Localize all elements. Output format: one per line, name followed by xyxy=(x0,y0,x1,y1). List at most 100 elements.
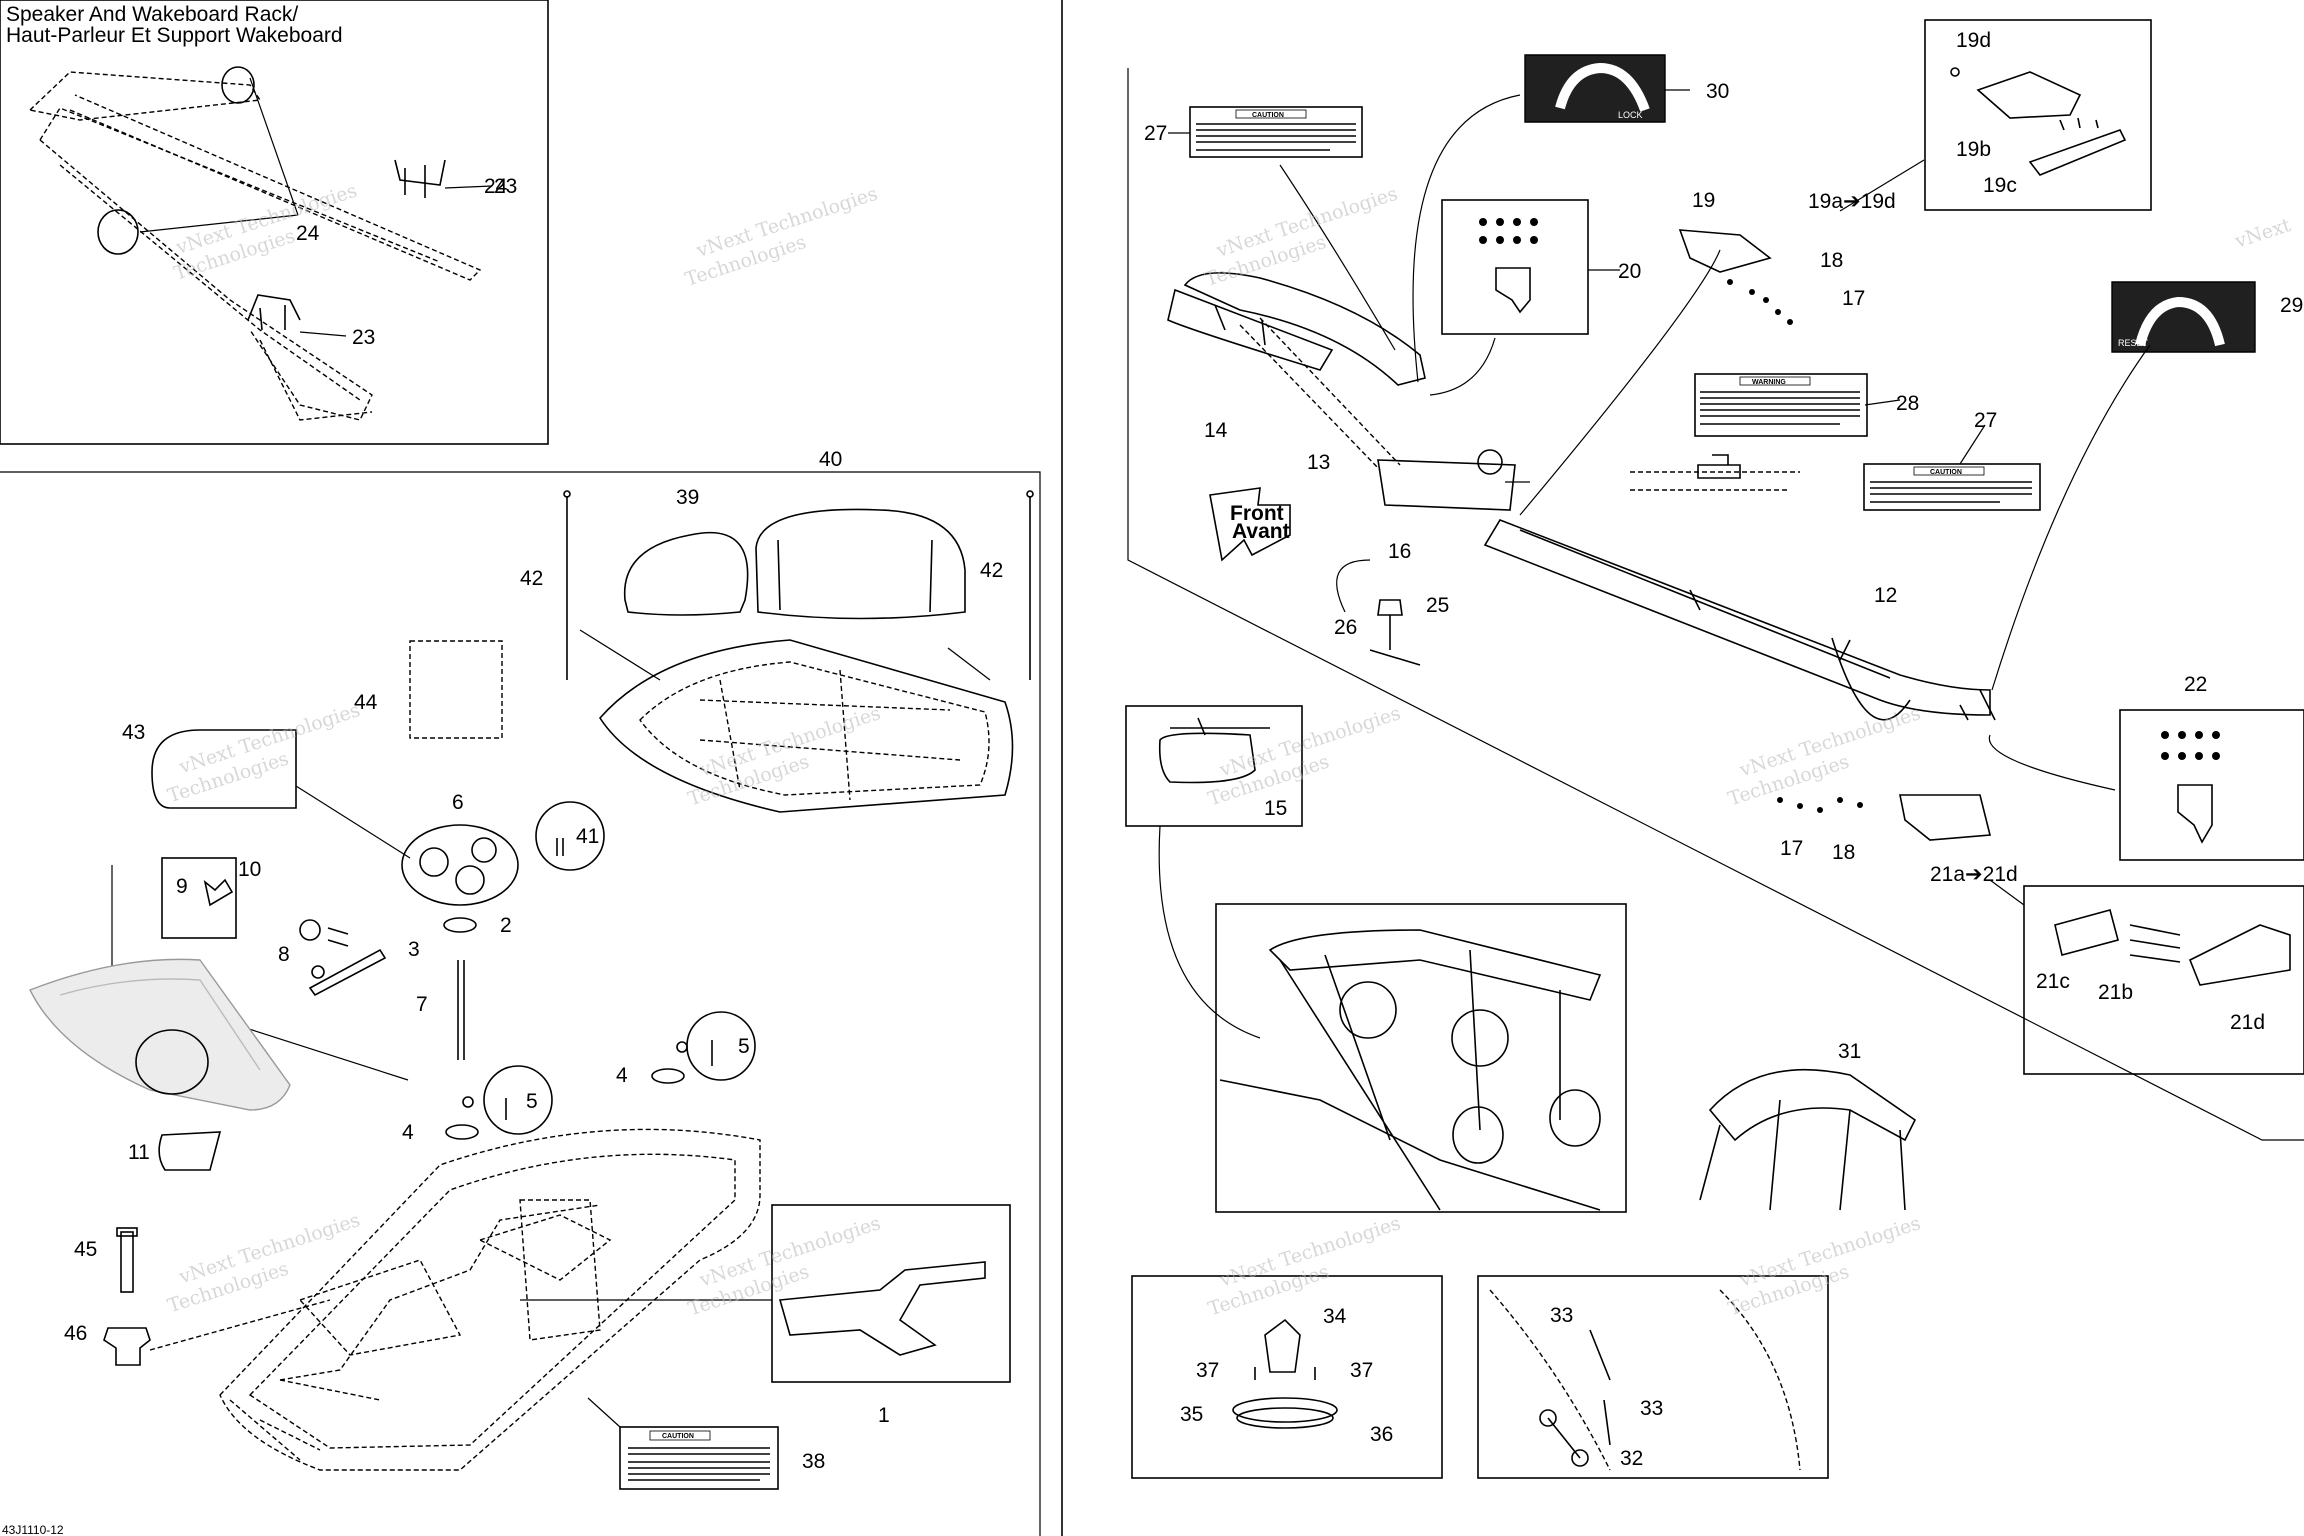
fastener-callouts xyxy=(462,801,756,1135)
decal-27b: CAUTION xyxy=(1863,463,2041,511)
callout-19b: 19b xyxy=(1956,138,1991,161)
callout-17a: 17 xyxy=(1842,287,1865,310)
detail-box-21 xyxy=(2023,885,2304,1075)
callout-18b: 18 xyxy=(1832,841,1855,864)
callout-18a: 18 xyxy=(1820,249,1843,272)
callout-42a: 42 xyxy=(520,567,543,590)
callout-21d: 21d xyxy=(2230,1011,2265,1034)
callout-21-range: 21a➔21d xyxy=(1930,863,2018,886)
hardware-box-22 xyxy=(2119,709,2304,861)
boat-hull-main xyxy=(219,1128,1011,1471)
callout-11: 11 xyxy=(128,1141,150,1164)
decal-38: CAUTION xyxy=(587,1397,779,1490)
mirror-box-15 xyxy=(1125,705,1303,827)
callout-40: 40 xyxy=(819,448,842,471)
callout-35: 35 xyxy=(1180,1403,1203,1426)
callout-24-label: 24 xyxy=(296,222,320,245)
tower-install-view xyxy=(1215,903,1917,1213)
drain-plug-parts xyxy=(103,1227,331,1366)
callout-39: 39 xyxy=(676,486,699,509)
cup-holder-assembly xyxy=(151,729,519,1140)
decal-29-text: RESET xyxy=(2118,338,2149,348)
callout-33a: 33 xyxy=(1550,1304,1573,1327)
decal-27b-title: CAUTION xyxy=(1930,469,1962,476)
boat-overview-sketch xyxy=(29,958,291,1171)
callout-21b: 21b xyxy=(2098,981,2133,1004)
callout-33b: 33 xyxy=(1640,1397,1663,1420)
front-arrow: Front Avant xyxy=(1209,487,1291,562)
callout-2: 2 xyxy=(500,914,512,937)
callout-45: 45 xyxy=(74,1238,97,1261)
watermarks: vNext Technologies Technologies vNext Te… xyxy=(165,180,2294,1321)
seat-covers xyxy=(409,490,1034,739)
decal-30-text: LOCK xyxy=(1618,110,1643,120)
callout-8: 8 xyxy=(278,943,290,966)
header-line1: Speaker And Wakeboard Rack/ xyxy=(6,3,298,26)
knob-25-26 xyxy=(1336,559,1421,666)
callout-31: 31 xyxy=(1838,1040,1861,1063)
bracket-19-21 xyxy=(1678,229,1992,841)
callout-46: 46 xyxy=(64,1322,87,1345)
detail-box-19 xyxy=(1924,19,2152,211)
callout-21c: 21c xyxy=(2036,970,2070,993)
callout-7: 7 xyxy=(416,993,428,1016)
callout-27b: 27 xyxy=(1974,409,1997,432)
callout-29: 29 xyxy=(2280,294,2303,317)
header-line2: Haut-Parleur Et Support Wakeboard xyxy=(6,24,343,47)
decal-30: LOCK xyxy=(1524,54,1666,123)
callout-32: 32 xyxy=(1620,1447,1643,1470)
tower-assembly xyxy=(1167,272,1996,721)
callout-43: 43 xyxy=(122,721,145,744)
callout-19d: 19d xyxy=(1956,29,1991,52)
avant-label: Avant xyxy=(1232,520,1290,543)
callout-28: 28 xyxy=(1896,392,1919,415)
callout-44: 44 xyxy=(354,691,378,714)
callout-4b: 4 xyxy=(402,1121,414,1144)
callout-37b: 37 xyxy=(1350,1359,1373,1382)
callout-13: 13 xyxy=(1307,451,1330,474)
callout-30: 30 xyxy=(1706,80,1729,103)
callout-23a: 23 xyxy=(494,175,517,198)
watermark-12a: vNext xyxy=(2232,214,2294,253)
callout-17b: 17 xyxy=(1780,837,1803,860)
callout-4a: 4 xyxy=(616,1064,628,1087)
decal-29: RESET xyxy=(2111,281,2256,353)
callout-27a: 27 xyxy=(1144,122,1167,145)
decal-38-title: CAUTION xyxy=(662,1433,694,1440)
callout-22: 22 xyxy=(2184,673,2207,696)
decal-28: WARNING xyxy=(1630,373,1868,491)
callout-26: 26 xyxy=(1334,616,1357,639)
callout-1: 1 xyxy=(878,1404,890,1427)
decal-28-title: WARNING xyxy=(1752,379,1786,386)
box-34-37 xyxy=(1131,1275,1443,1479)
callout-25: 25 xyxy=(1426,594,1449,617)
callout-36: 36 xyxy=(1370,1423,1393,1446)
box-32-33 xyxy=(1477,1275,1829,1479)
speaker-rack-inset xyxy=(28,66,482,421)
callout-14: 14 xyxy=(1204,419,1228,442)
right-leaders xyxy=(1158,89,2151,1039)
front-label: Front xyxy=(1230,502,1284,525)
callout-16: 16 xyxy=(1388,540,1411,563)
callout-10: 10 xyxy=(238,858,261,881)
boat-top-view xyxy=(579,629,1014,813)
callout-numbers: 24 23 23 24 39 40 42 42 44 43 6 41 10 9 … xyxy=(64,29,2303,1473)
callout-37a: 37 xyxy=(1196,1359,1219,1382)
callout-19c: 19c xyxy=(1983,174,2017,197)
drawing-code: 43J1110-12 xyxy=(2,1523,64,1536)
callout-3: 3 xyxy=(408,938,420,961)
callout-9: 9 xyxy=(176,875,188,898)
decal-27a: CAUTION xyxy=(1189,106,1363,158)
callout-42b: 42 xyxy=(980,559,1003,582)
section-header: Speaker And Wakeboard Rack/ Haut-Parleur… xyxy=(6,3,343,47)
hardware-box-20 xyxy=(1441,199,1589,335)
callout-5a: 5 xyxy=(738,1035,750,1058)
decal-27a-title: CAUTION xyxy=(1252,112,1284,119)
callout-23b: 23 xyxy=(352,326,375,349)
callout-41: 41 xyxy=(576,825,599,848)
callout-20: 20 xyxy=(1618,260,1641,283)
callout-15: 15 xyxy=(1264,797,1287,820)
callout-6: 6 xyxy=(452,791,464,814)
